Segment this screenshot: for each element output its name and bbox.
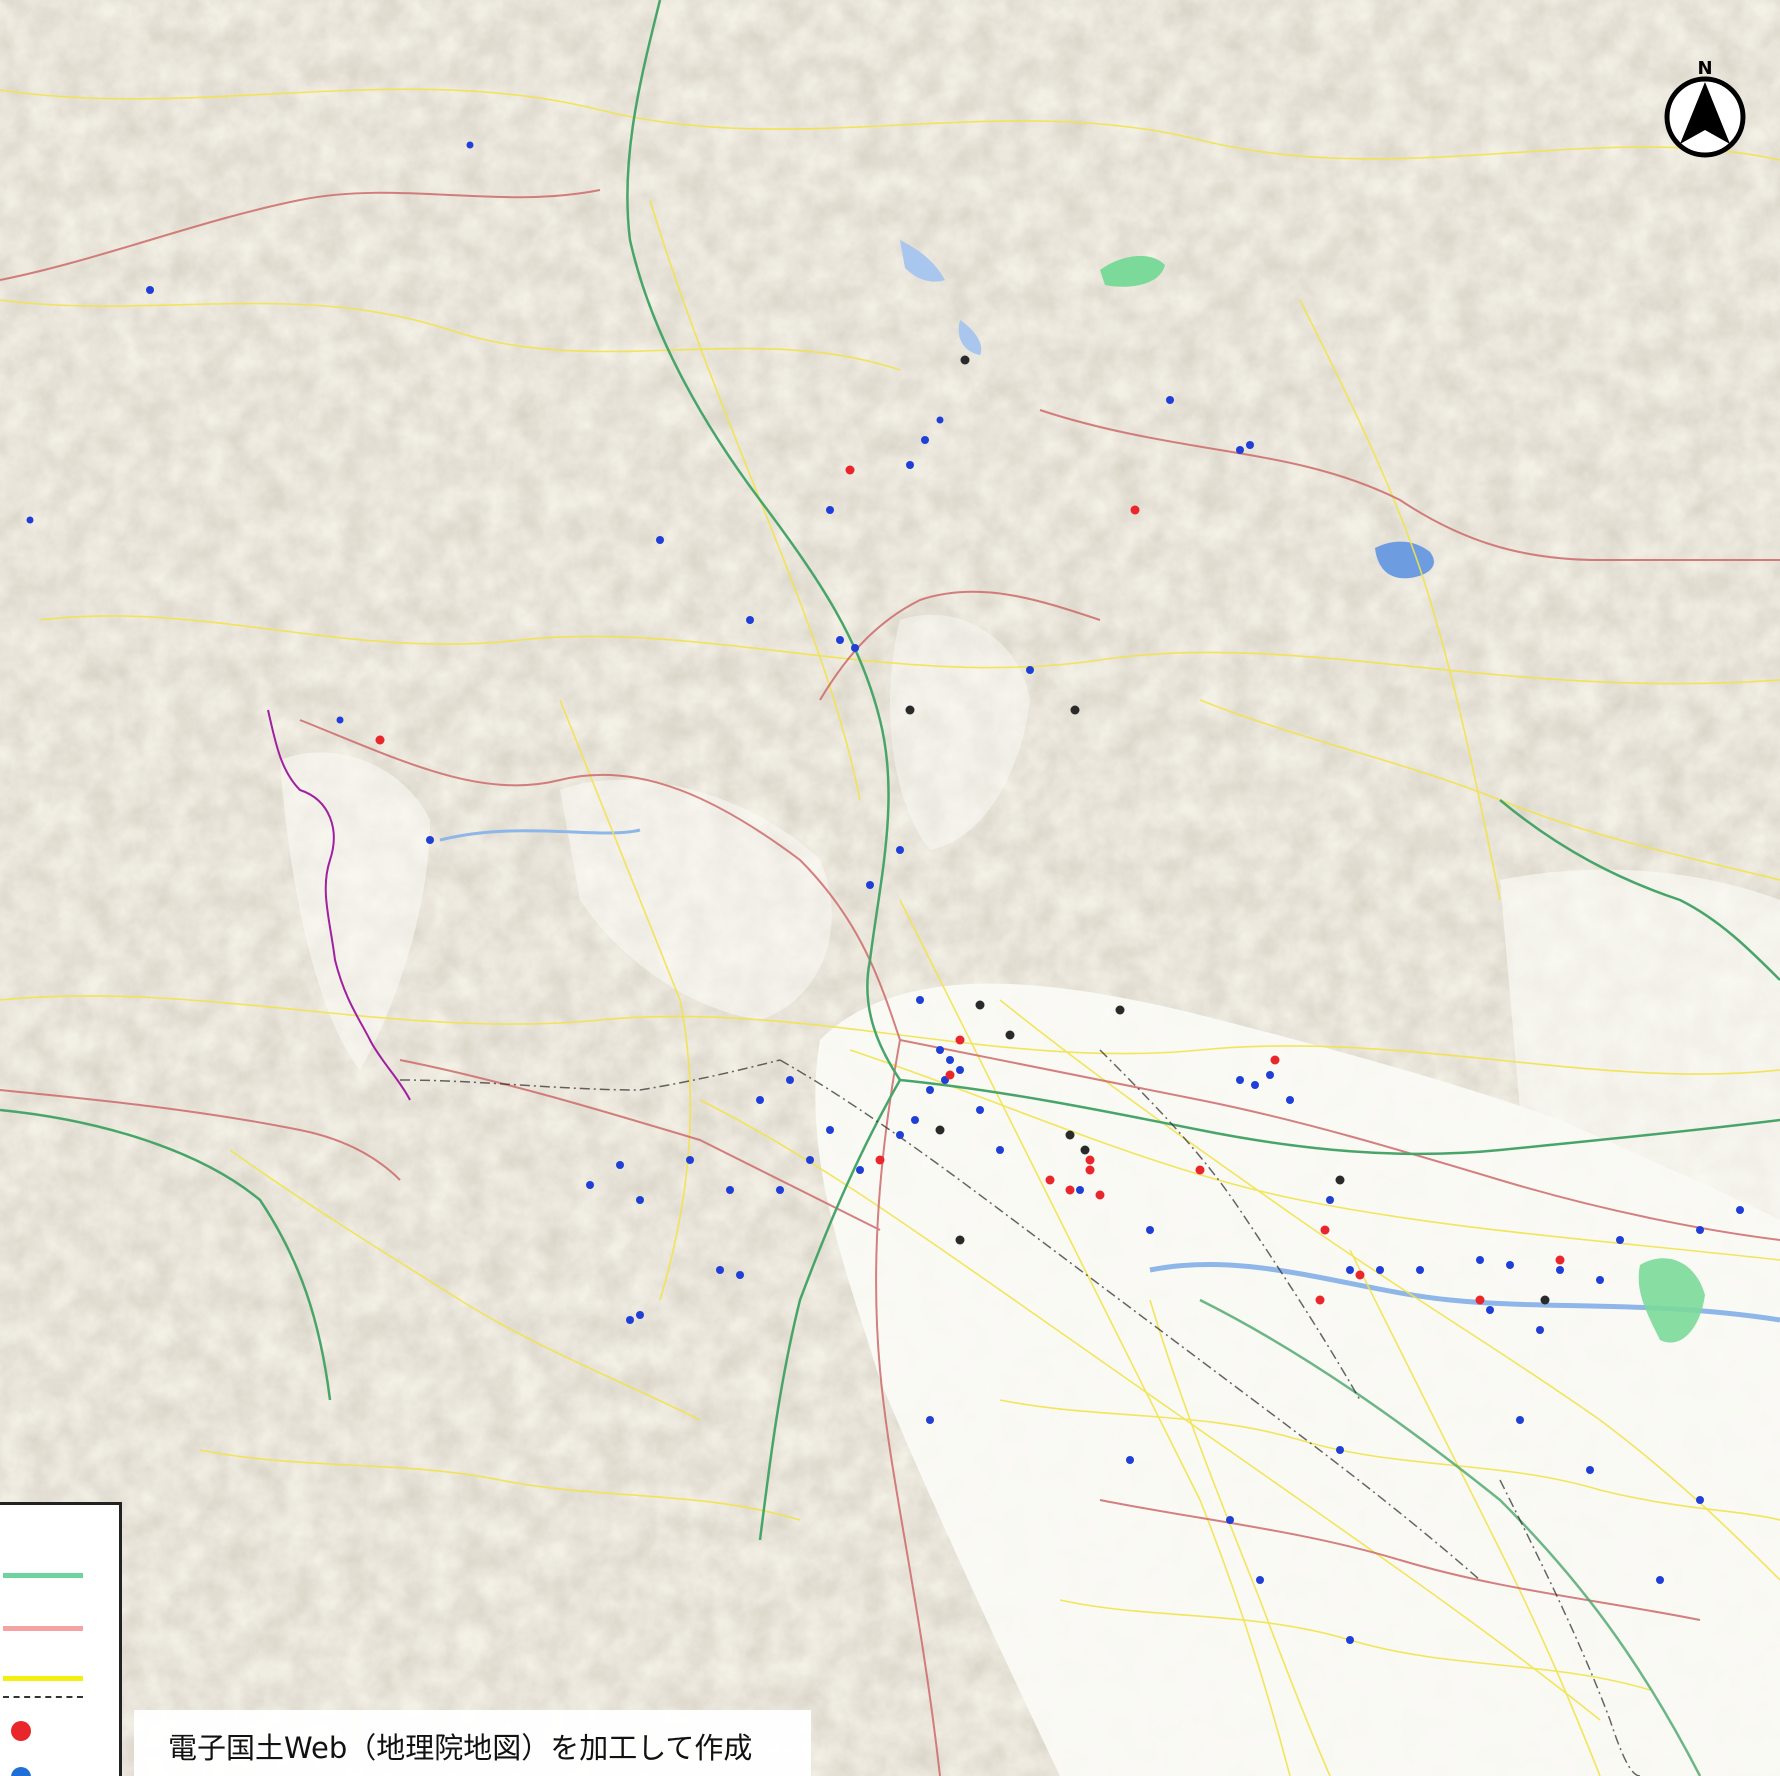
dashed-lines <box>399 1049 1641 1776</box>
blue-markers <box>26 141 1744 1644</box>
main-roads <box>0 189 1780 1776</box>
park-areas <box>1100 255 1705 1343</box>
legend-main-road-line <box>3 1626 83 1631</box>
legend-blue-dot <box>11 1767 31 1776</box>
legend-box <box>0 1502 122 1776</box>
credit-box: 電子国土Web（地理院地図）を加工して作成 <box>134 1710 811 1776</box>
plains <box>280 614 1780 1776</box>
north-arrow: N <box>1664 60 1746 158</box>
legend-rail-line <box>3 1573 83 1578</box>
legend-red-dot <box>11 1721 31 1741</box>
water-features <box>439 240 1780 1323</box>
north-label: N <box>1697 60 1712 79</box>
red-markers <box>375 465 1565 1305</box>
black-markers <box>905 355 1550 1305</box>
prefecture-boundary <box>267 709 411 1101</box>
minor-roads <box>0 88 1780 1776</box>
legend-minor-road-line <box>3 1676 83 1681</box>
credit-text: 電子国土Web（地理院地図）を加工して作成 <box>168 1731 753 1765</box>
legend-dashed-line <box>3 1696 83 1698</box>
